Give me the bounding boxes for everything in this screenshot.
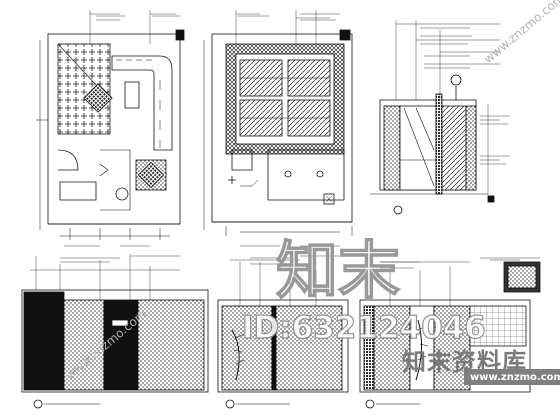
ceiling-plan-panel bbox=[203, 10, 353, 236]
brand-watermark: 知末资料库 bbox=[402, 348, 527, 376]
floor-plan-panel bbox=[36, 10, 185, 240]
watermark-id: ID:632124046 bbox=[241, 309, 486, 346]
elevation-a-panel bbox=[370, 20, 500, 215]
url-badge bbox=[464, 369, 560, 385]
elevation-b-panel bbox=[21, 254, 209, 409]
diag-watermark-1: www.znzmo.com bbox=[481, 0, 560, 66]
annotation-lines bbox=[60, 13, 520, 269]
watermark-big-text: 知末 bbox=[275, 233, 401, 308]
elevation-c-panel bbox=[217, 259, 349, 409]
url-watermark: www.znzmo.com bbox=[470, 372, 560, 383]
